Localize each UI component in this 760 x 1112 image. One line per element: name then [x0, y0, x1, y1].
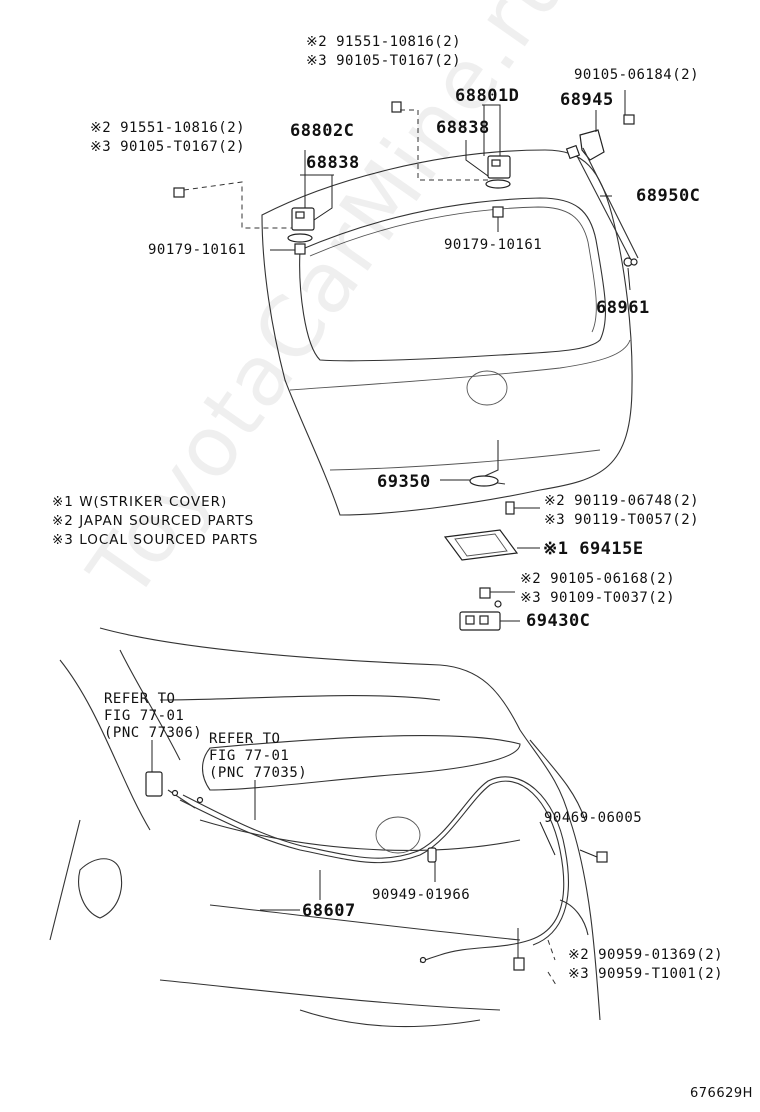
label-stay-ball: 68961 [596, 298, 650, 318]
label-striker-cover: ※1 69415E [543, 539, 644, 559]
striker-cover-shape [443, 529, 519, 561]
label-refer-a-line3: (PNC 77306) [104, 725, 203, 741]
label-stay: 68950C [636, 186, 701, 206]
label-striker: 69350 [377, 472, 431, 492]
label-top-bolt-japan: ※2 91551-10816(2) [306, 34, 462, 50]
diagram-id: 676629H [690, 1086, 753, 1101]
label-refer-b-line3: (PNC 77035) [209, 765, 308, 781]
label-clip: 90469-06005 [544, 810, 643, 826]
label-nut-left: 90179-10161 [148, 242, 247, 258]
label-cable-bolt-japan: ※2 90959-01369(2) [568, 947, 724, 963]
label-lock-bolt-local: ※3 90109-T0037(2) [520, 590, 676, 606]
label-cable: 68607 [302, 901, 356, 921]
label-cable-clamp: 90949-01966 [372, 887, 471, 903]
label-striker-bolt-japan: ※2 90119-06748(2) [544, 493, 700, 509]
stay-shape [565, 129, 639, 267]
label-refer-b-line1: REFER TO [209, 731, 281, 747]
label-left-bolt-local: ※3 90105-T0167(2) [90, 139, 246, 155]
label-hinge-right: 68801D [455, 86, 520, 106]
label-stay-bolt: 90105-06184(2) [574, 67, 700, 83]
label-hinge-right-sub: 68838 [436, 118, 490, 138]
cable-shape [145, 771, 608, 971]
note-striker-cover: ※1 W(STRIKER COVER) [52, 494, 228, 510]
label-stay-bracket: 68945 [560, 90, 614, 110]
label-lock-bolt-japan: ※2 90105-06168(2) [520, 571, 676, 587]
label-top-bolt-local: ※3 90105-T0167(2) [306, 53, 462, 69]
note-local-sourced: ※3 LOCAL SOURCED PARTS [52, 532, 259, 548]
hinge-left-shape [287, 207, 315, 255]
label-lock: 69430C [526, 611, 591, 631]
label-hinge-left: 68802C [290, 121, 355, 141]
label-nut-right: 90179-10161 [444, 237, 543, 253]
back-door-panel [261, 149, 633, 516]
label-refer-a-line2: FIG 77-01 [104, 708, 185, 724]
label-striker-bolt-local: ※3 90119-T0057(2) [544, 512, 700, 528]
label-refer-a-line1: REFER TO [104, 691, 176, 707]
hinge-right-shape [485, 155, 511, 218]
note-japan-sourced: ※2 JAPAN SOURCED PARTS [52, 513, 255, 529]
leader-lines-lower [151, 740, 598, 986]
vehicle-rear-body [49, 627, 601, 1028]
label-cable-bolt-local: ※3 90959-T1001(2) [568, 966, 724, 982]
bolts-shapes [173, 101, 635, 599]
label-left-bolt-japan: ※2 91551-10816(2) [90, 120, 246, 136]
label-hinge-left-sub: 68838 [306, 153, 360, 173]
striker-shape [469, 440, 506, 487]
lock-shape [459, 600, 502, 631]
leader-lines-upper [270, 90, 631, 622]
label-refer-b-line2: FIG 77-01 [209, 748, 290, 764]
